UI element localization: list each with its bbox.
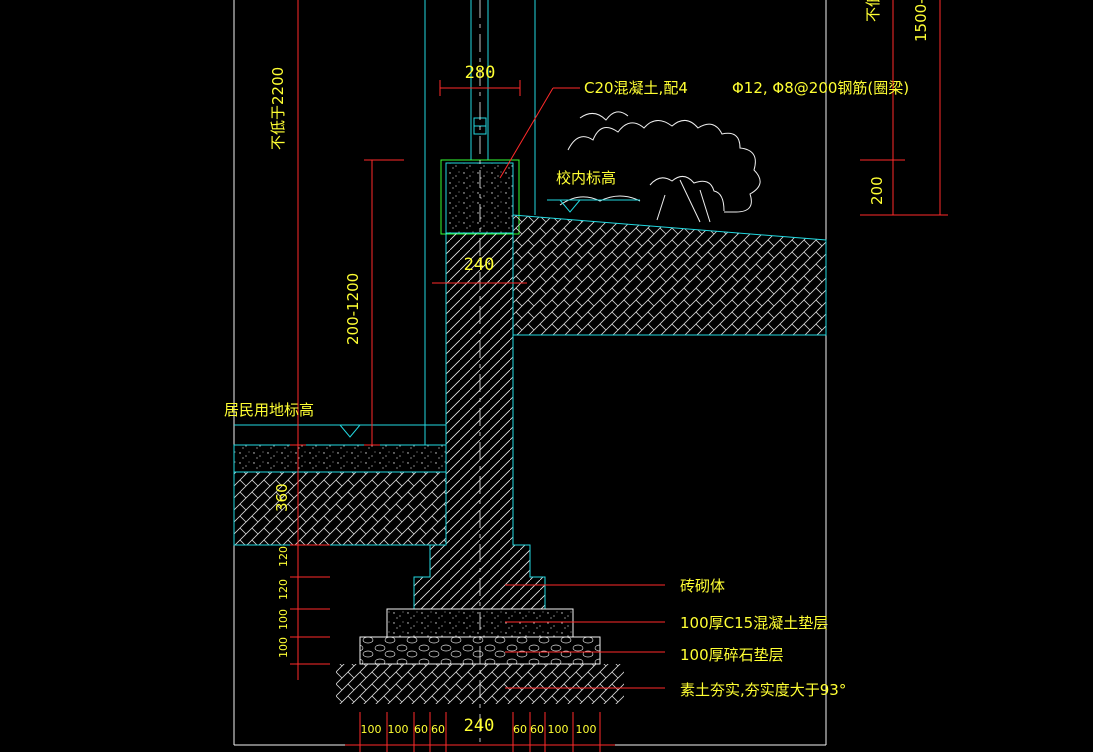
masonry-label: 砖砌体 (680, 577, 725, 595)
dim-lines (290, 0, 948, 752)
c15-layer-label: 100厚C15混凝土垫层 (680, 614, 828, 632)
height-mid-label: 200-1200 (344, 273, 362, 345)
height-left-label: 不低于2200 (269, 67, 287, 150)
bottom-dim-r1: 60 (513, 723, 527, 736)
footing-dim-1: 120 (277, 546, 290, 567)
concrete-note: C20混凝土,配4 (584, 79, 688, 97)
height-right-top-label: 不低 (864, 0, 882, 22)
campus-soil (512, 214, 827, 336)
footing-dim-3: 100 (277, 609, 290, 630)
footing-dim-2: 120 (277, 579, 290, 600)
bottom-dim-r2: 60 (530, 723, 544, 736)
gravel-layer-label: 100厚碎石垫层 (680, 646, 784, 664)
residential-level-marker (270, 424, 365, 438)
residential-slab (233, 444, 447, 473)
soil-label: 素土夯实,夯实度大于93° (680, 681, 846, 699)
residential-level-label: 居民用地标高 (224, 401, 314, 419)
bottom-dim-l4: 60 (431, 723, 445, 736)
bottom-dim-l3: 60 (414, 723, 428, 736)
height-right-label: 1500- (912, 0, 930, 42)
bottom-dim-r3: 100 (548, 723, 569, 736)
bottom-width-label: 240 (464, 716, 495, 736)
footing-dim-4: 100 (277, 637, 290, 658)
top-width-dim: 280 (465, 63, 496, 83)
rebar-note: Φ12, Φ8@200钢筋(圈梁) (732, 79, 909, 97)
bottom-dim-r4: 100 (576, 723, 597, 736)
dim-360-label: 360 (273, 483, 291, 512)
campus-level-marker (547, 199, 640, 213)
campus-level-label: 校内标高 (556, 169, 616, 187)
wall-width-label: 240 (464, 255, 495, 275)
shrub-illustration (559, 111, 761, 223)
dim-200-label: 200 (868, 176, 886, 205)
bottom-dim-l1: 100 (361, 723, 382, 736)
residential-soil (233, 471, 447, 546)
bottom-dim-l2: 100 (388, 723, 409, 736)
fence-post (424, 0, 536, 445)
